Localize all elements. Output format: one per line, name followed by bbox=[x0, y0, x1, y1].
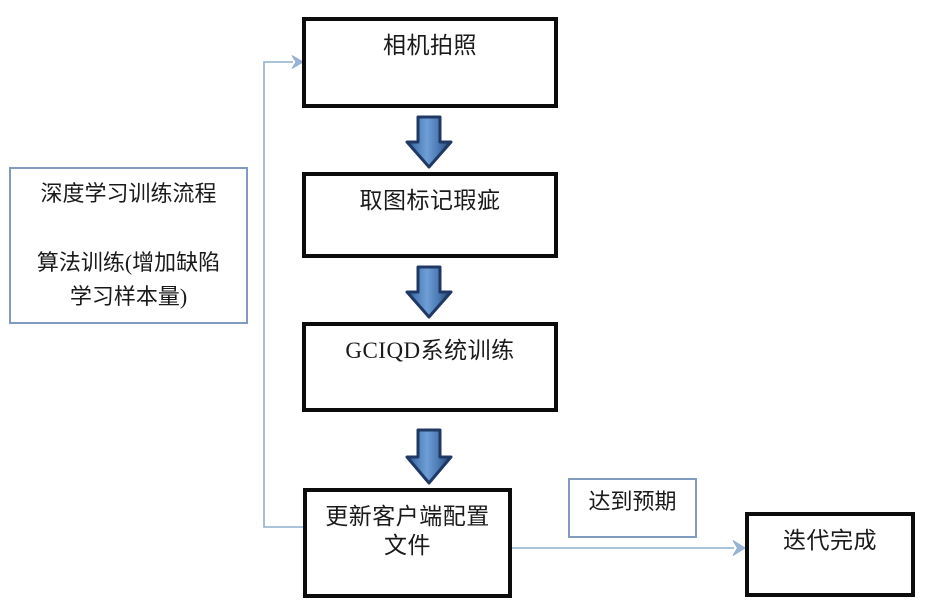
node-system-training-label: GCIQD系统训练 bbox=[345, 338, 515, 363]
arrow-camera-to-mark bbox=[405, 115, 453, 169]
node-mark-defects-label: 取图标记瑕疵 bbox=[359, 188, 501, 213]
node-update-client-config-label: 更新客户端配置 文件 bbox=[325, 504, 490, 559]
arrow-training-to-update bbox=[405, 428, 453, 485]
node-system-training[interactable]: GCIQD系统训练 bbox=[302, 322, 558, 412]
node-iteration-done[interactable]: 迭代完成 bbox=[745, 512, 915, 597]
connector-feedback-loop bbox=[263, 55, 304, 528]
node-mark-defects[interactable]: 取图标记瑕疵 bbox=[302, 172, 558, 258]
node-camera-capture-label: 相机拍照 bbox=[383, 33, 477, 58]
node-camera-capture[interactable]: 相机拍照 bbox=[302, 17, 558, 108]
note-meets-expectation: 达到预期 bbox=[568, 478, 697, 538]
node-update-client-config[interactable]: 更新客户端配置 文件 bbox=[303, 488, 512, 598]
note-training-process-label: 深度学习训练流程 算法训练(增加缺陷 学习样本量) bbox=[36, 181, 221, 309]
node-iteration-done-label: 迭代完成 bbox=[783, 528, 877, 553]
connector-update-to-iteration bbox=[512, 540, 746, 556]
note-training-process: 深度学习训练流程 算法训练(增加缺陷 学习样本量) bbox=[9, 167, 248, 324]
arrow-mark-to-training bbox=[405, 265, 453, 319]
note-meets-expectation-label: 达到预期 bbox=[588, 488, 677, 514]
